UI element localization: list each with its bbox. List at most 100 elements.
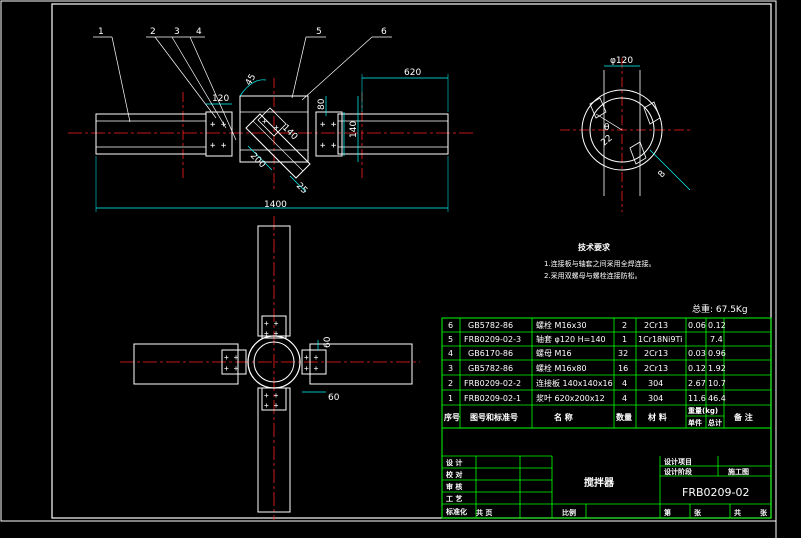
section-radius-line xyxy=(595,113,623,131)
bom-cell-no: 5 xyxy=(448,335,453,344)
bom-row: 6 GB5782-86 螺栓 M16x30 2 2Cr13 0.06 0.12 xyxy=(448,320,726,330)
title-label-standard: 标准化 xyxy=(445,507,467,516)
svg-text:+ +: + + xyxy=(224,364,239,373)
total-mass: 总重: 67.5Kg xyxy=(692,303,748,315)
bom-cell-total: 0.96 xyxy=(708,349,726,358)
dim-text-theta: θ xyxy=(604,123,610,133)
bom-header-weight: 重量(kg) xyxy=(688,406,718,415)
title-label-pages: 共 页 xyxy=(476,508,492,517)
bom-cell-qty: 4 xyxy=(622,394,627,403)
inclined-paddle-edge xyxy=(252,120,304,172)
arm-right xyxy=(309,343,413,385)
title-label-total: 共 xyxy=(734,508,741,517)
dim-arc-45 xyxy=(239,79,267,97)
title-block: 设 计 校 对 审 核 工 艺 标准化 设计项目 设计阶段 施工图 共 页 比例… xyxy=(441,427,772,519)
bom-cell-code: FRB0209-02-1 xyxy=(464,394,521,403)
title-label-check: 校 对 xyxy=(446,470,462,479)
plan-bolt-marks: + ++ + + ++ + + ++ + + ++ + xyxy=(224,319,319,410)
bom-row: 1 FRB0209-02-1 浆叶 620x200x12 4 304 11.6 … xyxy=(448,393,726,403)
svg-text:+: + xyxy=(274,123,279,132)
dim-text-8: 8 xyxy=(657,169,669,180)
bom-header-code: 图号和标准号 xyxy=(470,412,518,422)
title-stage-value: 施工图 xyxy=(728,467,749,476)
inclined-paddle xyxy=(245,113,311,179)
title-label-sheet-no: 第 xyxy=(664,508,671,517)
dim-text-80: 80 xyxy=(317,98,327,110)
bom-cell-code: FRB0209-02-3 xyxy=(464,335,521,344)
bom-cell-no: 1 xyxy=(448,394,453,403)
plate-right xyxy=(301,349,327,375)
plate-left xyxy=(221,349,247,375)
bom-cell-unit: 2.67 xyxy=(688,379,706,388)
title-label-design: 设 计 xyxy=(446,458,462,467)
title-block-outline xyxy=(441,427,772,519)
bom-cell-qty: 4 xyxy=(622,379,627,388)
svg-text:+ +: + + xyxy=(264,401,279,410)
section-view: φ120 θ 22 8 xyxy=(560,56,691,212)
dim-text-200: 200 xyxy=(248,151,267,170)
bom-cell-material: 2Cr13 xyxy=(644,321,668,330)
bom-cell-qty: 16 xyxy=(618,364,628,373)
svg-text:+ +: + + xyxy=(304,353,319,362)
dim-line-200 xyxy=(247,145,273,171)
leader-1: 1 xyxy=(98,27,104,37)
svg-text:+ +: + + xyxy=(224,353,239,362)
svg-text:+ +: + + xyxy=(210,120,227,130)
bom-cell-no: 6 xyxy=(448,321,453,330)
drawing-name: 搅拌器 xyxy=(584,476,615,489)
bom-header-no: 序号 xyxy=(444,412,460,422)
right-connecting-plate xyxy=(315,111,343,157)
bom-cell-qty: 32 xyxy=(618,349,628,358)
bom-cell-qty: 1 xyxy=(622,335,627,344)
bom-header: 序号 图号和标准号 名 称 数量 材 料 重量(kg) 单件 总计 备 注 xyxy=(444,406,753,427)
bom-cell-no: 3 xyxy=(448,364,453,373)
bom-header-name: 名 称 xyxy=(554,412,573,422)
dim-line-25 xyxy=(289,175,307,193)
bom-cell-unit: 11.6 xyxy=(688,394,706,403)
bom-cell-unit: 0.12 xyxy=(688,364,706,373)
arm-left xyxy=(133,343,239,385)
bom-header-unit: 单件 xyxy=(688,418,702,427)
leader-2: 2 xyxy=(150,27,156,37)
bom-cell-name: 轴套 φ120 H=140 xyxy=(536,334,606,344)
bom-cell-name: 螺栓 M16x30 xyxy=(536,320,587,330)
bom-cell-no: 2 xyxy=(448,379,453,388)
bom-table: 6 GB5782-86 螺栓 M16x30 2 2Cr13 0.06 0.12 … xyxy=(441,317,772,429)
plan-view: + ++ + + ++ + + ++ + + ++ + 60 60 xyxy=(120,216,420,520)
bom-cell-no: 4 xyxy=(448,349,453,358)
bom-row: 3 GB5782-86 螺栓 M16x80 16 2Cr13 0.12 1.92 xyxy=(448,363,726,373)
svg-text:+ +: + + xyxy=(264,391,279,400)
bom-header-total: 总计 xyxy=(708,418,722,427)
leader-6: 6 xyxy=(381,27,387,37)
technical-notes: 技术要求 1.连接板与轴套之间采用全焊连接。 2.采用双螺母与螺栓连接防松。 xyxy=(544,242,656,280)
bom-row: 4 GB6170-86 螺母 M16 32 2Cr13 0.03 0.96 xyxy=(448,348,726,358)
bom-cell-total: 46.4 xyxy=(708,394,726,403)
plan-hub-outer xyxy=(247,335,301,389)
dim-text-1400: 1400 xyxy=(264,200,287,210)
bom-cell-qty: 2 xyxy=(622,321,627,330)
dim-text-120: 120 xyxy=(212,94,229,104)
title-label-review: 审 核 xyxy=(446,482,462,491)
dim-text-140b: 140 xyxy=(280,123,299,142)
bom-cell-name: 浆叶 620x200x12 xyxy=(536,393,605,403)
notes-heading: 技术要求 xyxy=(578,242,611,252)
svg-text:+: + xyxy=(262,117,267,126)
title-label-stage: 设计阶段 xyxy=(664,467,692,476)
svg-text:+ +: + + xyxy=(264,319,279,328)
svg-text:+ +: + + xyxy=(210,141,227,151)
inclined-plate xyxy=(257,107,287,137)
bom-cell-material: 304 xyxy=(648,394,663,403)
notes-line-2: 2.采用双螺母与螺栓连接防松。 xyxy=(544,271,642,280)
dim-text-45: 45 xyxy=(244,73,258,88)
bom-cell-total: 1.92 xyxy=(708,364,726,373)
bolt-marks-incline: ++ xyxy=(262,117,279,132)
hub-outer-circle xyxy=(581,89,663,171)
svg-text:+ +: + + xyxy=(320,141,337,151)
bom-cell-unit: 0.06 xyxy=(688,321,706,330)
bom-cell-code: GB5782-86 xyxy=(468,321,513,330)
bom-cell-code: GB6170-86 xyxy=(468,349,513,358)
right-paddle xyxy=(337,113,449,155)
section-lug-top-left xyxy=(589,97,607,119)
